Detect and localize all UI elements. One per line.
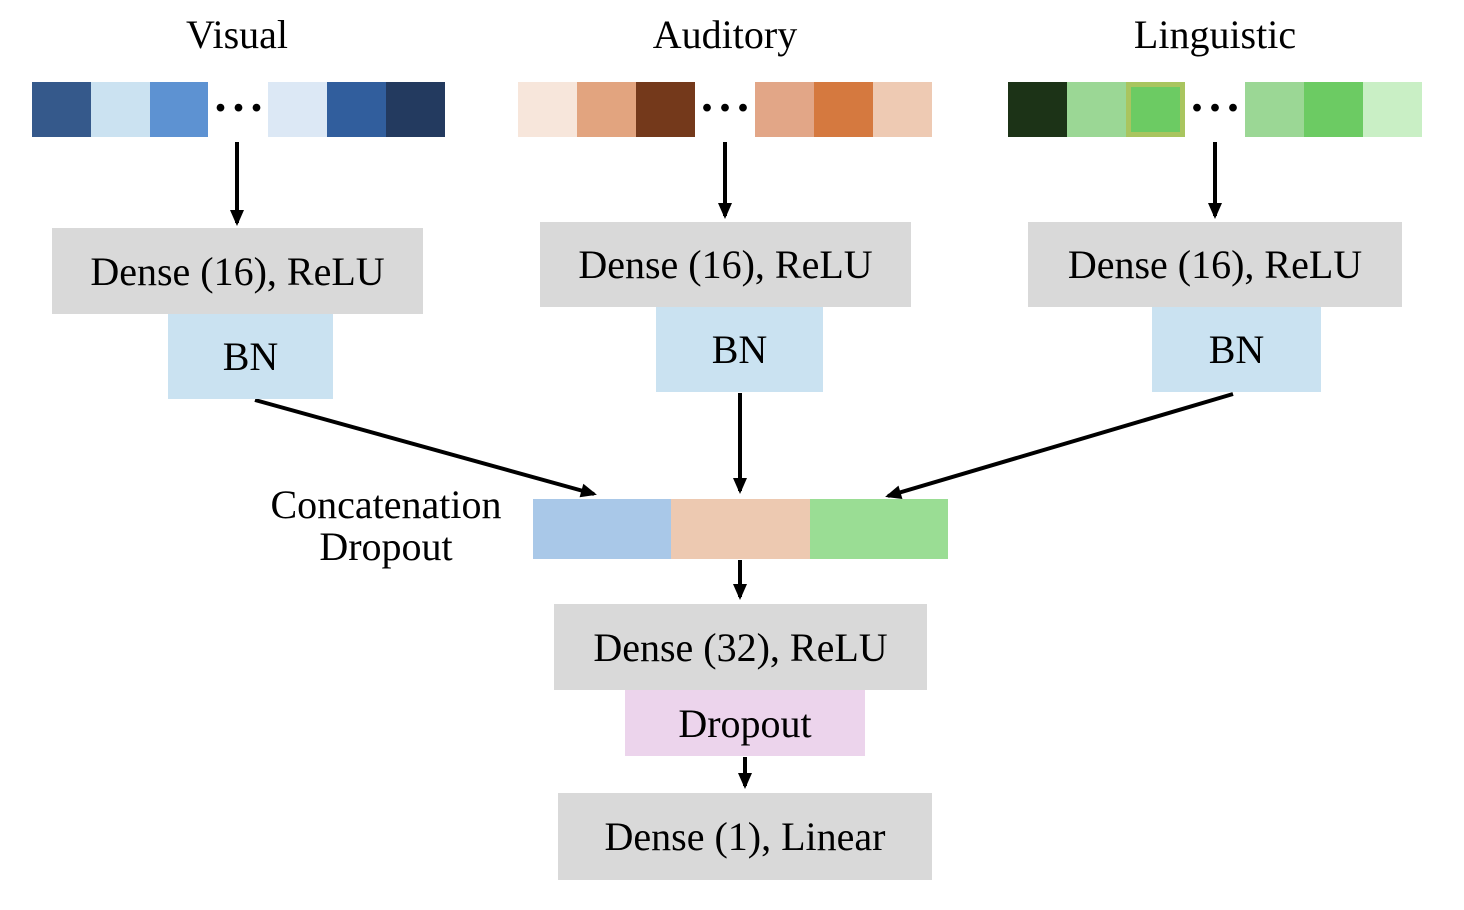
linguistic-title: Linguistic [1133, 12, 1297, 57]
feature-cell [327, 82, 387, 137]
visual-bn-box: BN [168, 314, 333, 399]
auditory-bn-box: BN [656, 307, 823, 392]
visual-title: Visual [185, 12, 289, 57]
feature-cell [90, 82, 150, 137]
ellipsis-gap: ... [695, 71, 755, 137]
concat-segment-linguistic [809, 499, 948, 559]
concat-segment-auditory [671, 499, 810, 559]
feature-cell [1067, 82, 1126, 137]
feature-cell [1008, 82, 1067, 137]
linguistic-feature-strip: ... [1008, 71, 1422, 137]
dense1-box: Dense (1), Linear [558, 793, 932, 880]
feature-cell [636, 82, 695, 137]
feature-cell [518, 82, 577, 137]
linguistic-bn-box: BN [1152, 307, 1321, 392]
feature-cell [1245, 82, 1304, 137]
feature-cell [577, 82, 636, 137]
feature-cell [32, 82, 91, 137]
auditory-dense-box: Dense (16), ReLU [540, 222, 911, 307]
feature-cell [814, 82, 873, 137]
concat-dropout-label: Concatenation Dropout [246, 484, 526, 568]
arrow-bn-linguistic-to-concat [885, 392, 1234, 500]
arrow-bn-visual-to-concat [254, 398, 597, 498]
ellipsis-dots: ... [701, 68, 755, 122]
visual-dense-box: Dense (16), ReLU [52, 228, 423, 314]
feature-cell [149, 82, 209, 137]
concat-segment-visual [533, 499, 672, 559]
auditory-title: Auditory [652, 12, 798, 57]
dense32-box: Dense (32), ReLU [554, 604, 927, 690]
ellipsis-gap: ... [208, 71, 268, 137]
feature-cell [268, 82, 328, 137]
ellipsis-gap: ... [1185, 71, 1245, 137]
ellipsis-dots: ... [214, 68, 269, 122]
dropout-box: Dropout [625, 690, 865, 756]
visual-feature-strip: ... [32, 71, 445, 137]
feature-cell [755, 82, 814, 137]
feature-cell [1363, 82, 1422, 137]
concatenation-bar [533, 499, 948, 559]
auditory-feature-strip: ... [518, 71, 932, 137]
feature-cell [1304, 82, 1363, 137]
feature-cell [386, 82, 445, 137]
concat-label-line2: Dropout [319, 524, 453, 569]
linguistic-dense-box: Dense (16), ReLU [1028, 222, 1402, 307]
feature-cell [873, 82, 932, 137]
concat-label-line1: Concatenation [270, 482, 502, 527]
ellipsis-dots: ... [1191, 68, 1245, 122]
feature-cell [1126, 82, 1185, 137]
